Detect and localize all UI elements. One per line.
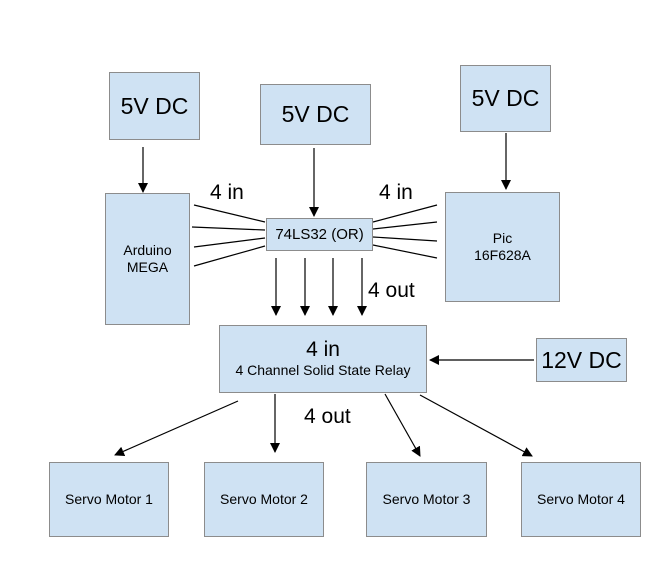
label-right-in: 4 in — [379, 181, 413, 204]
servo-motor-3-box: Servo Motor 3 — [366, 462, 487, 537]
arrow-relay-servo-3 — [384, 393, 421, 457]
power-box-pic: 5V DC — [460, 65, 551, 132]
arduino-box: Arduino MEGA — [105, 193, 190, 325]
arduino-label-line1: Arduino — [123, 242, 172, 258]
power-box-relay: 12V DC — [536, 338, 627, 382]
label-relay-out: 4 out — [304, 405, 351, 428]
or-gate-label: 74LS32 (OR) — [275, 226, 364, 243]
arrow-relay-servo-1 — [114, 400, 239, 456]
arrow-relay-servo-4 — [419, 394, 533, 457]
relay-name-label: 4 Channel Solid State Relay — [235, 362, 411, 378]
servo-motor-1-box: Servo Motor 1 — [49, 462, 169, 537]
servo-motor-4-label: Servo Motor 4 — [537, 491, 625, 507]
servo-motor-2-box: Servo Motor 2 — [204, 462, 324, 537]
or-to-relay-arrows — [271, 258, 367, 316]
arduino-label-line2: MEGA — [126, 259, 169, 275]
power-box-pic-label: 5V DC — [471, 85, 540, 111]
arduino-to-or-lines — [191, 204, 266, 267]
power-box-arduino: 5V DC — [109, 72, 200, 140]
or-gate-box: 74LS32 (OR) — [266, 218, 373, 251]
servo-motor-1-label: Servo Motor 1 — [65, 491, 153, 507]
servo-motor-4-box: Servo Motor 4 — [521, 462, 641, 537]
pic-to-or-lines — [372, 204, 438, 259]
relay-box: 4 in 4 Channel Solid State Relay — [219, 325, 427, 393]
label-left-in: 4 in — [210, 181, 244, 204]
servo-motor-3-label: Servo Motor 3 — [382, 491, 471, 507]
power-box-or-label: 5V DC — [281, 101, 350, 127]
power-box-arduino-label: 5V DC — [120, 92, 189, 119]
pic-label-line2: 16F628A — [474, 247, 531, 263]
pic-label-line1: Pic — [492, 230, 513, 246]
relay-in-label: 4 in — [306, 338, 340, 361]
label-or-out: 4 out — [368, 279, 415, 302]
power-box-or: 5V DC — [260, 84, 371, 145]
power-box-relay-label: 12V DC — [541, 346, 622, 373]
servo-motor-2-label: Servo Motor 2 — [220, 491, 308, 507]
pic-box: Pic 16F628A — [445, 192, 560, 302]
